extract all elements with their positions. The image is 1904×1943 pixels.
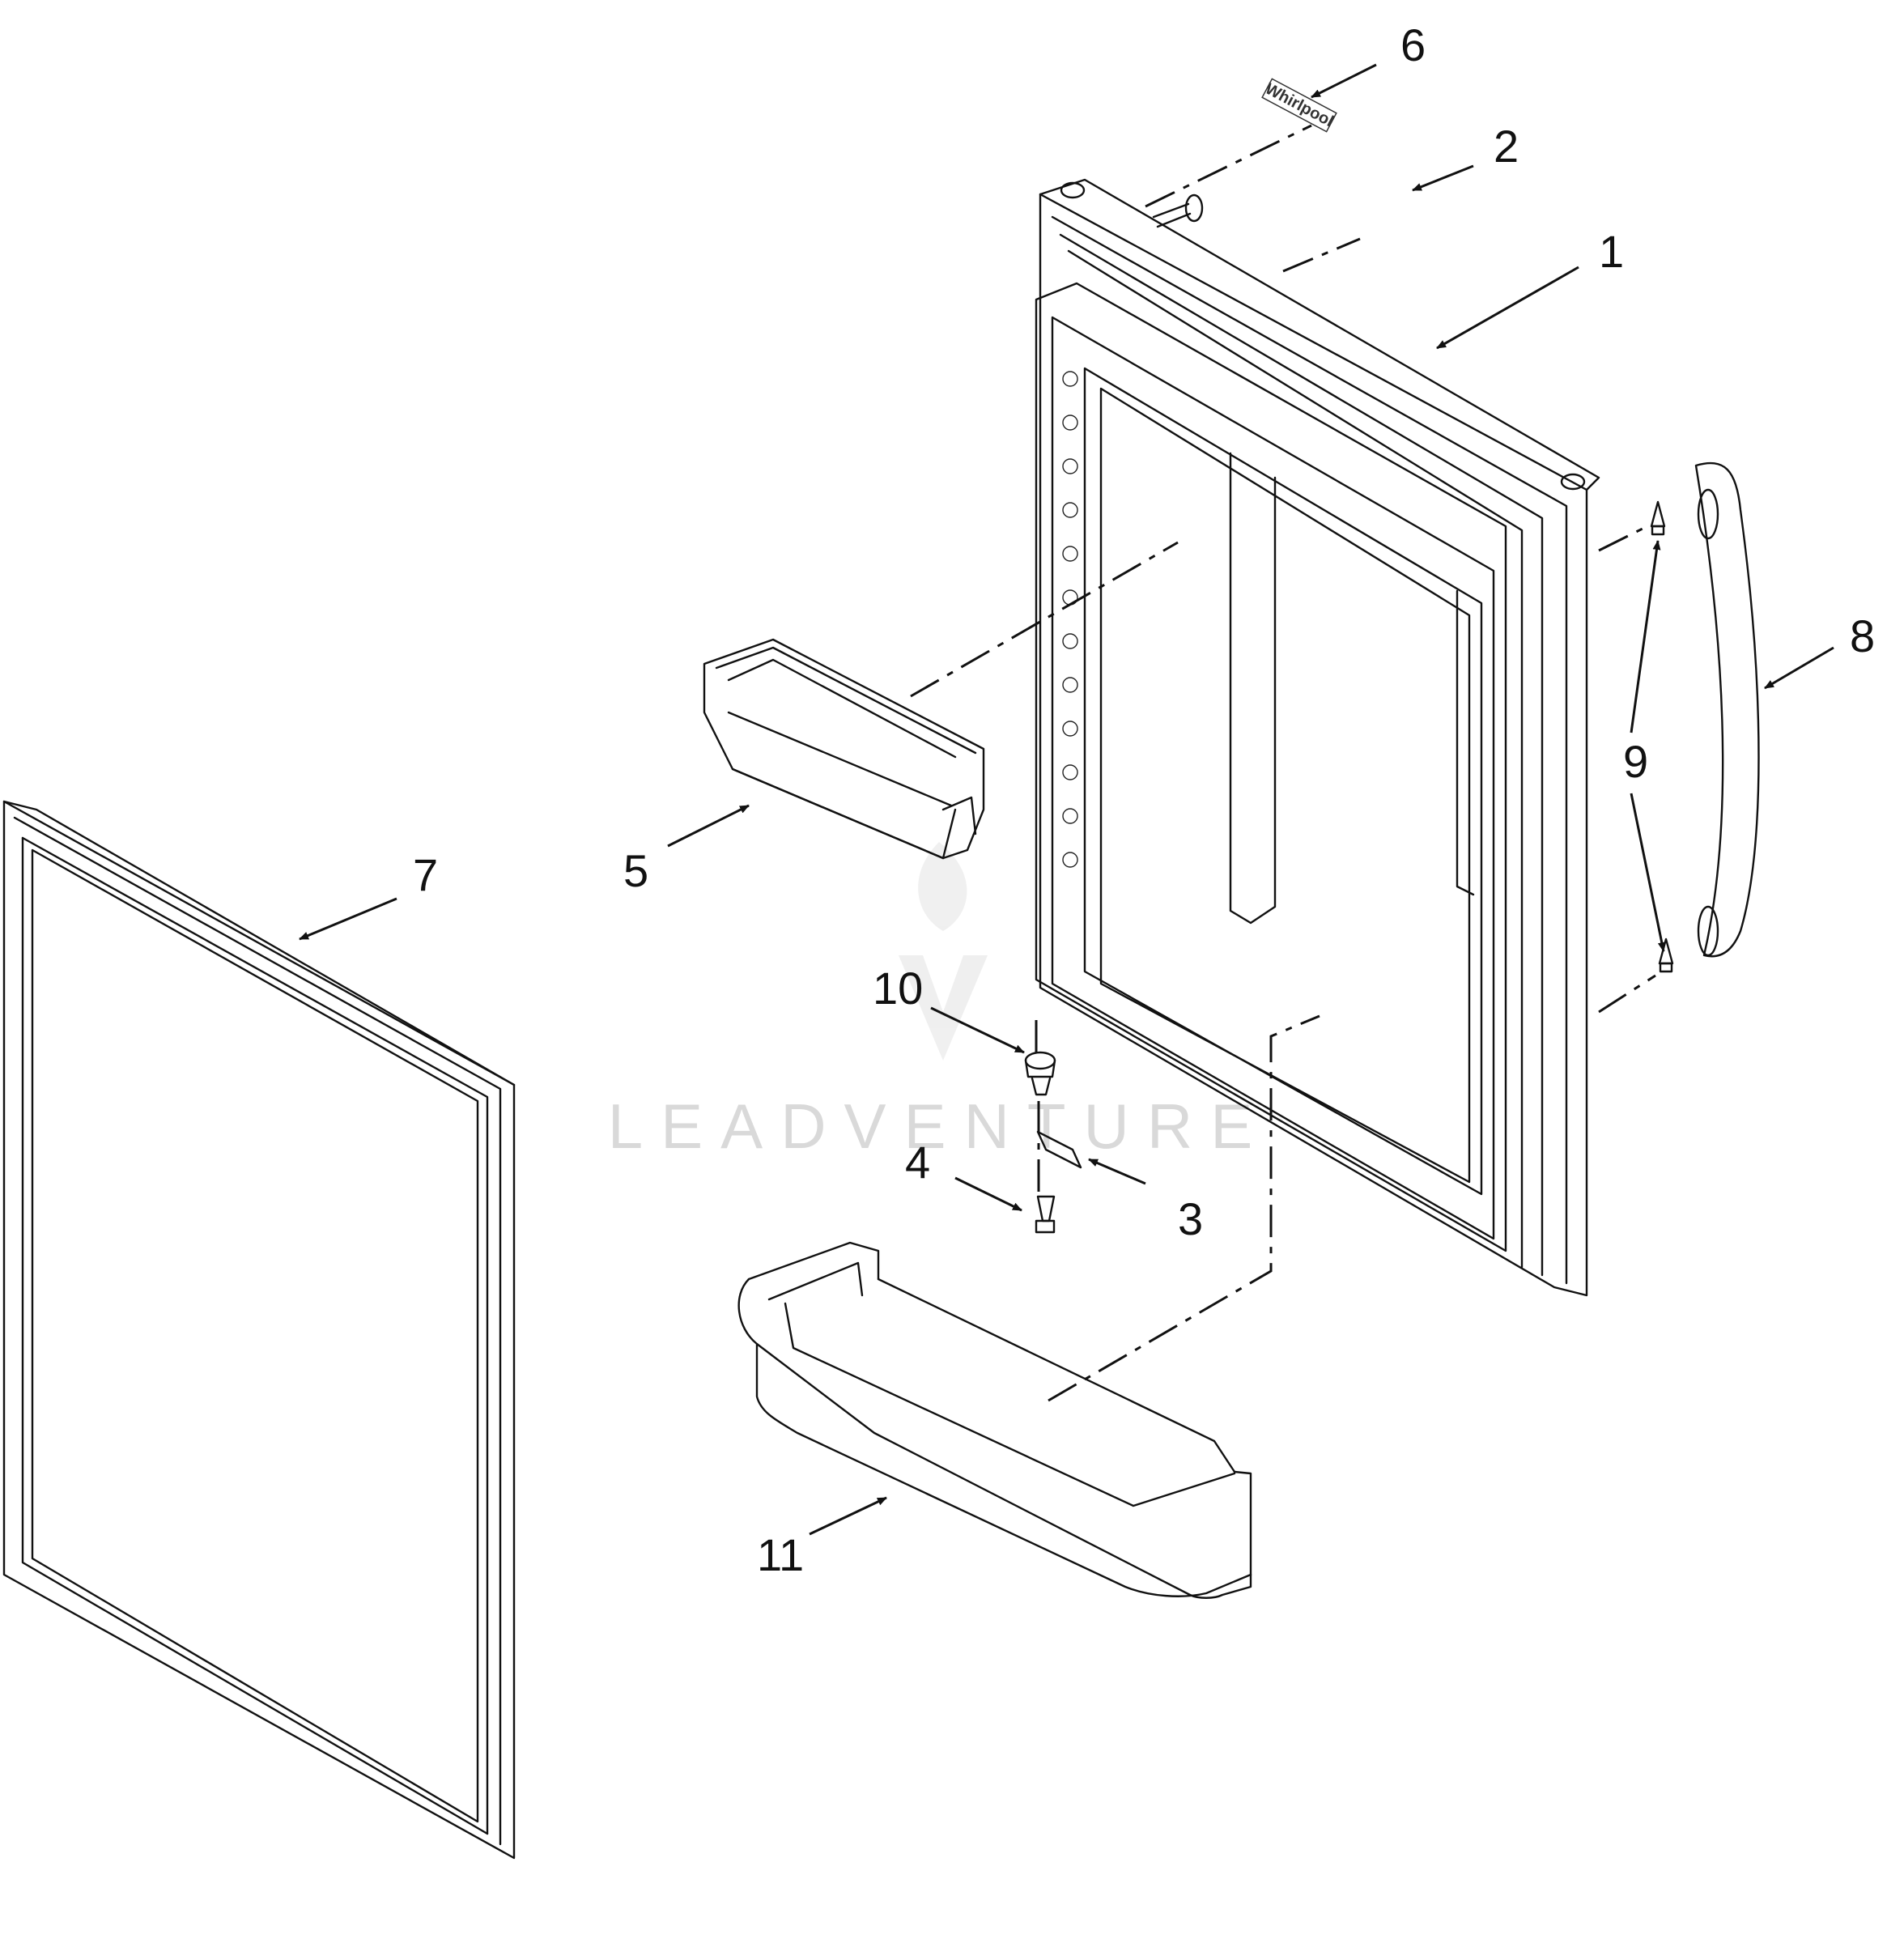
callout-2: 2 (1494, 121, 1519, 172)
bracket (1036, 1130, 1082, 1169)
callout-11: 11 (757, 1529, 804, 1580)
watermark-logo (899, 842, 988, 1061)
watermark-text: LEADVENTURE (608, 1091, 1270, 1162)
assembly-lines (910, 124, 1656, 1402)
leader-lines (299, 63, 1834, 1536)
callout-9: 9 (1623, 736, 1648, 787)
screw-4 (1035, 1195, 1056, 1234)
nameplate: Whirlpool (1261, 78, 1337, 133)
callout-4: 4 (905, 1137, 930, 1188)
callout-8: 8 (1850, 610, 1875, 661)
callout-5: 5 (623, 845, 648, 896)
door-handle (1694, 461, 1760, 958)
callout-10: 10 (873, 963, 923, 1014)
callout-labels: 6 2 1 8 9 5 7 10 4 3 11 (413, 19, 1875, 1580)
callout-7: 7 (413, 849, 438, 900)
door-panel (1035, 178, 1600, 1297)
callout-3: 3 (1178, 1193, 1203, 1244)
callout-1: 1 (1599, 226, 1624, 277)
screw-2 (1152, 193, 1204, 228)
door-stop-cap (1024, 1051, 1056, 1096)
door-bin-large (737, 1241, 1252, 1599)
callout-6: 6 (1400, 19, 1426, 70)
nameplate-text: Whirlpool (1262, 80, 1337, 131)
door-bin-small (703, 638, 985, 860)
door-gasket (2, 800, 516, 1860)
